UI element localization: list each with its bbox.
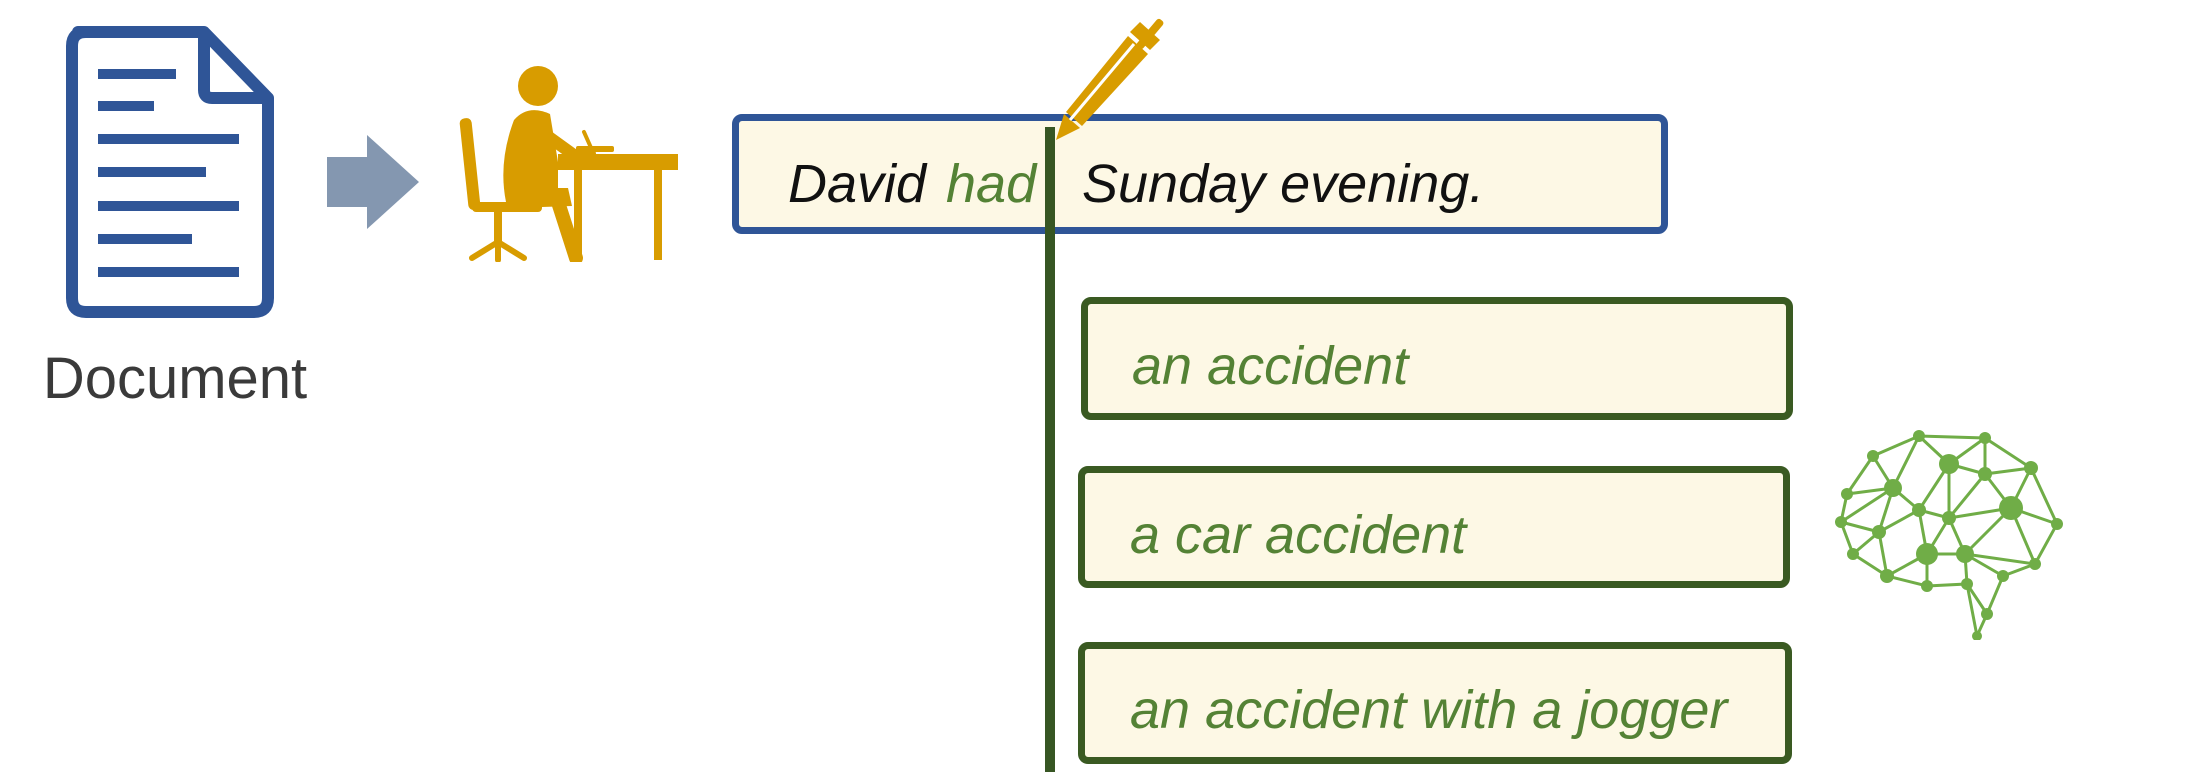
candidate-box: [1081, 297, 1793, 420]
neural-network-brain-icon: [1835, 430, 2063, 640]
document-icon: [66, 26, 274, 318]
arrow-right-icon: [327, 135, 419, 229]
sentence-suffix: Sunday evening.: [1082, 154, 1485, 214]
candidate-text: an accident with a jogger: [1130, 680, 1728, 740]
sentence-generated-word: had: [946, 154, 1037, 214]
candidate-text: an accident: [1132, 336, 1409, 396]
candidate-box: [1078, 642, 1792, 764]
sentence-prefix: David: [788, 154, 927, 214]
person-writing-at-desk-icon: [459, 66, 678, 262]
insertion-cursor-line: [1045, 127, 1055, 772]
pen-icon: [1056, 18, 1164, 140]
candidate-box: [1078, 466, 1790, 588]
candidate-text: a car accident: [1130, 505, 1467, 565]
sentence-box: [732, 114, 1668, 234]
document-label: Document: [42, 346, 308, 411]
